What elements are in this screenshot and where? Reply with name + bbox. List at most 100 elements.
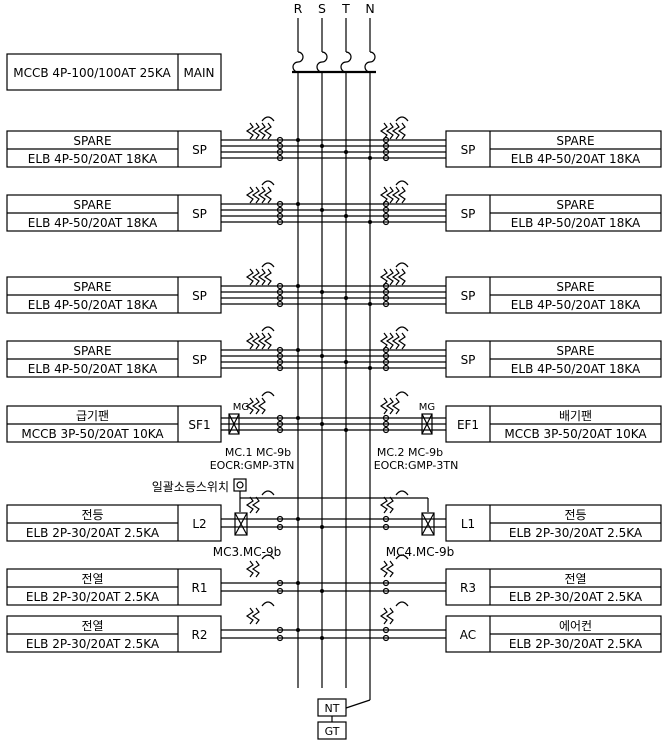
panel-tag: SP <box>461 143 476 157</box>
panel-name: 급기팬 <box>76 409 109 423</box>
panel-spec: ELB 2P-30/20AT 2.5KA <box>26 637 160 651</box>
panel-spec: ELB 2P-30/20AT 2.5KA <box>509 590 643 604</box>
panel-name: SPARE <box>73 344 111 358</box>
feeder-row-7 <box>221 554 446 595</box>
feeder-row-8 <box>221 601 446 642</box>
main-breaker-label: MCCB 4P-100/100AT 25KA MAIN <box>6 53 222 91</box>
bulk-switch-label: 일괄소등스위치 <box>152 480 229 494</box>
panel-spec: ELB 4P-50/20AT 18KA <box>511 298 641 312</box>
right-panel-4: SPARE ELB 4P-50/20AT 18KA SP <box>445 340 662 378</box>
right-panel-2: SPARE ELB 4P-50/20AT 18KA SP <box>445 194 662 232</box>
panel-spec: MCCB 3P-50/20AT 10KA <box>504 427 647 441</box>
panel-tag: SP <box>192 143 207 157</box>
feeder-row-2 <box>221 180 446 226</box>
panel-tag: SP <box>461 353 476 367</box>
panel-name: SPARE <box>73 134 111 148</box>
mc2-eocr-label: EOCR:GMP-3TN <box>374 459 459 472</box>
panel-name: 배기팬 <box>559 409 592 423</box>
panel-name: 전열 <box>81 572 103 586</box>
mc1-eocr-label: EOCR:GMP-3TN <box>210 459 295 472</box>
right-panel-7: 전열 ELB 2P-30/20AT 2.5KA R3 <box>445 568 662 606</box>
panel-name: 전등 <box>81 508 103 522</box>
left-panel-7: 전열 ELB 2P-30/20AT 2.5KA R1 <box>6 568 222 606</box>
mg-right-label: MG <box>419 402 435 413</box>
panel-tag: SP <box>192 289 207 303</box>
panel-tag: EF1 <box>457 418 479 432</box>
panel-spec: ELB 4P-50/20AT 18KA <box>28 298 158 312</box>
panel-spec: ELB 4P-50/20AT 18KA <box>28 216 158 230</box>
main-breaker-symbol <box>292 51 376 92</box>
feeder-row-5 <box>221 391 446 434</box>
mg-left-label: MG <box>233 402 249 413</box>
mc2-label: MC.2 MC-9b <box>377 446 443 459</box>
feeder-row-1 <box>221 116 446 162</box>
panel-tag: SP <box>461 207 476 221</box>
mc3-label: MC3.MC-9b <box>213 545 282 559</box>
left-panel-list: SPARE ELB 4P-50/20AT 18KA SP SPARE ELB 4P-50… <box>6 130 222 653</box>
bus-label-n: N <box>365 1 374 16</box>
panel-spec: ELB 2P-30/20AT 2.5KA <box>509 637 643 651</box>
feeder-row-3 <box>221 262 446 308</box>
panel-tag: R1 <box>192 581 208 595</box>
right-panel-3: SPARE ELB 4P-50/20AT 18KA SP <box>445 276 662 314</box>
left-panel-8: 전열 ELB 2P-30/20AT 2.5KA R2 <box>6 615 222 653</box>
panel-spec: MCCB 3P-50/20AT 10KA <box>21 427 164 441</box>
right-panel-8: 에어컨 ELB 2P-30/20AT 2.5KA AC <box>445 615 662 653</box>
panel-name: SPARE <box>73 198 111 212</box>
panel-tag: AC <box>460 628 476 642</box>
panel-name: 전등 <box>564 508 586 522</box>
panel-name: SPARE <box>556 134 594 148</box>
bus-label-r: R <box>294 1 303 16</box>
right-panel-5: 배기팬 MCCB 3P-50/20AT 10KA EF1 <box>445 405 662 443</box>
feeder-symbols <box>221 116 446 642</box>
left-panel-5: 급기팬 MCCB 3P-50/20AT 10KA SF1 <box>6 405 222 443</box>
bus-bars <box>297 92 371 700</box>
left-panel-3: SPARE ELB 4P-50/20AT 18KA SP <box>6 276 222 314</box>
feeder-row-4 <box>221 326 446 372</box>
ground-terminals: NT GT <box>317 698 371 740</box>
left-panel-1: SPARE ELB 4P-50/20AT 18KA SP <box>6 130 222 168</box>
panel-tag: SP <box>192 353 207 367</box>
bus-label-t: T <box>341 1 350 16</box>
mg-contactors <box>228 413 433 435</box>
panel-name: 에어컨 <box>559 619 592 633</box>
panel-spec: ELB 2P-30/20AT 2.5KA <box>26 590 160 604</box>
panel-spec: ELB 2P-30/20AT 2.5KA <box>26 526 160 540</box>
panel-tag: L1 <box>461 517 475 531</box>
panel-name: SPARE <box>556 280 594 294</box>
panel-spec: ELB 2P-30/20AT 2.5KA <box>509 526 643 540</box>
panel-name: SPARE <box>556 198 594 212</box>
bulk-switch: 일괄소등스위치 <box>152 478 429 512</box>
panel-tag: SF1 <box>188 418 210 432</box>
panel-tag: R2 <box>192 628 208 642</box>
panel-spec: ELB 4P-50/20AT 18KA <box>28 362 158 376</box>
right-panel-1: SPARE ELB 4P-50/20AT 18KA SP <box>445 130 662 168</box>
ground-terminal-label: GT <box>325 725 340 738</box>
left-panel-4: SPARE ELB 4P-50/20AT 18KA SP <box>6 340 222 378</box>
right-panel-6: 전등 ELB 2P-30/20AT 2.5KA L1 <box>445 504 662 542</box>
panel-tag: L2 <box>192 517 206 531</box>
panel-spec: ELB 4P-50/20AT 18KA <box>511 152 641 166</box>
panel-name: 전열 <box>81 619 103 633</box>
panel-spec: ELB 4P-50/20AT 18KA <box>28 152 158 166</box>
panel-spec: ELB 4P-50/20AT 18KA <box>511 216 641 230</box>
panel-tag: R3 <box>460 581 476 595</box>
main-breaker-spec: MCCB 4P-100/100AT 25KA <box>13 66 171 80</box>
main-breaker-tag: MAIN <box>183 66 214 80</box>
left-panel-2: SPARE ELB 4P-50/20AT 18KA SP <box>6 194 222 232</box>
panel-spec: ELB 4P-50/20AT 18KA <box>511 362 641 376</box>
neutral-terminal-label: NT <box>325 702 340 715</box>
panel-name: 전열 <box>564 572 586 586</box>
panel-name: SPARE <box>556 344 594 358</box>
mc4-label: MC4.MC-9b <box>386 545 455 559</box>
bus-label-s: S <box>318 1 326 16</box>
right-panel-list: SPARE ELB 4P-50/20AT 18KA SP SPARE ELB 4P-50… <box>445 130 662 653</box>
incoming-lines <box>297 18 371 52</box>
feeder-row-6 <box>221 490 446 531</box>
panel-name: SPARE <box>73 280 111 294</box>
panel-tag: SP <box>461 289 476 303</box>
panel-tag: SP <box>192 207 207 221</box>
left-panel-6: 전등 ELB 2P-30/20AT 2.5KA L2 <box>6 504 222 542</box>
mc1-label: MC.1 MC-9b <box>225 446 291 459</box>
